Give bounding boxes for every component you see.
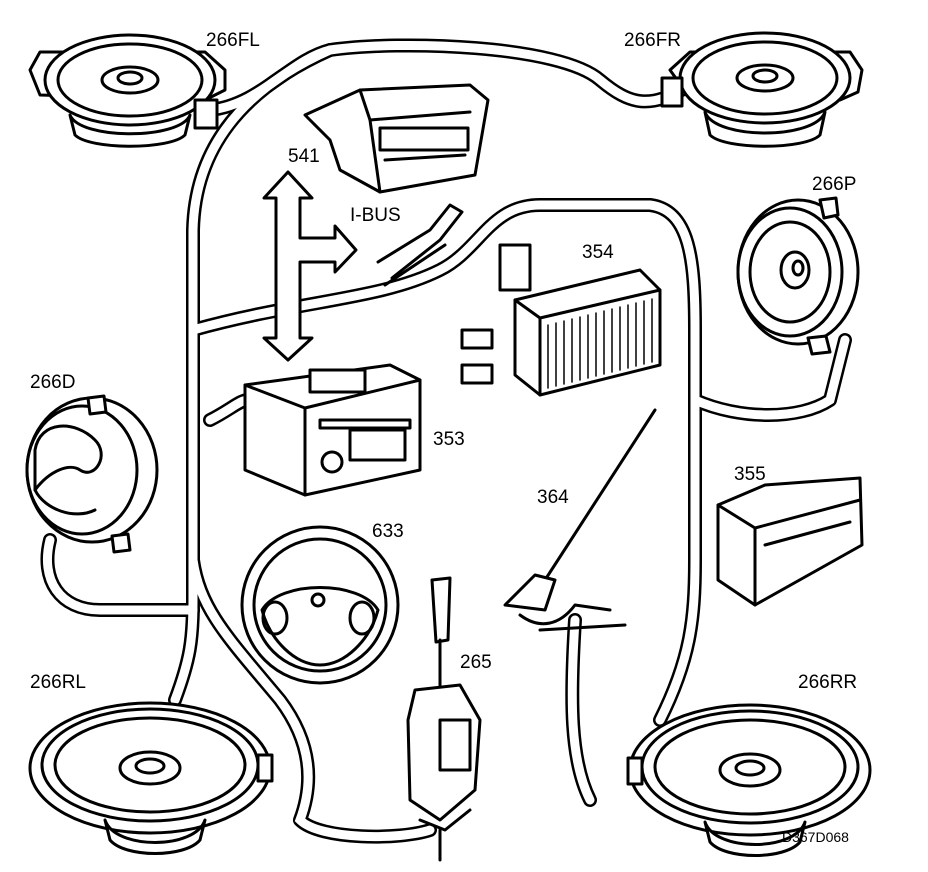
wiring-harness-inner [42, 40, 850, 842]
amplifier [460, 243, 662, 397]
door-speaker [25, 394, 159, 554]
label-radio: 353 [433, 429, 465, 450]
drawing-code: D367D068 [782, 829, 849, 845]
label-power-antenna: 265 [460, 652, 492, 673]
label-amplifier: 354 [582, 242, 614, 263]
label-door-speaker: 266D [30, 372, 75, 393]
ibus-double-arrow [262, 170, 358, 362]
front-right-speaker [660, 31, 864, 148]
label-dash-speaker: 266P [812, 174, 856, 195]
component-labels: 266FL 266FR 266P 266D 266RL 266RR 541 I-… [30, 30, 857, 845]
label-ibus: I-BUS [350, 205, 401, 226]
label-cd-changer: 355 [734, 464, 766, 485]
rear-left-speaker [28, 701, 274, 855]
label-front-left-speaker: 266FL [206, 30, 260, 51]
power-antenna [406, 576, 482, 862]
label-front-right-speaker: 266FR [624, 30, 681, 51]
antenna [503, 408, 657, 632]
label-antenna: 364 [537, 487, 569, 508]
dash-speaker [736, 196, 860, 356]
label-rear-right-speaker: 266RR [798, 672, 857, 693]
label-display-unit: 541 [288, 146, 320, 167]
rear-right-speaker [626, 703, 872, 857]
steering-wheel [240, 525, 400, 685]
display-unit [303, 83, 490, 194]
front-left-speaker [28, 33, 227, 148]
ibus-connector [376, 203, 464, 287]
label-rear-left-speaker: 266RL [30, 672, 86, 693]
cd-changer [716, 476, 864, 607]
label-steering-wheel: 633 [372, 521, 404, 542]
radio-head-unit [243, 363, 422, 497]
